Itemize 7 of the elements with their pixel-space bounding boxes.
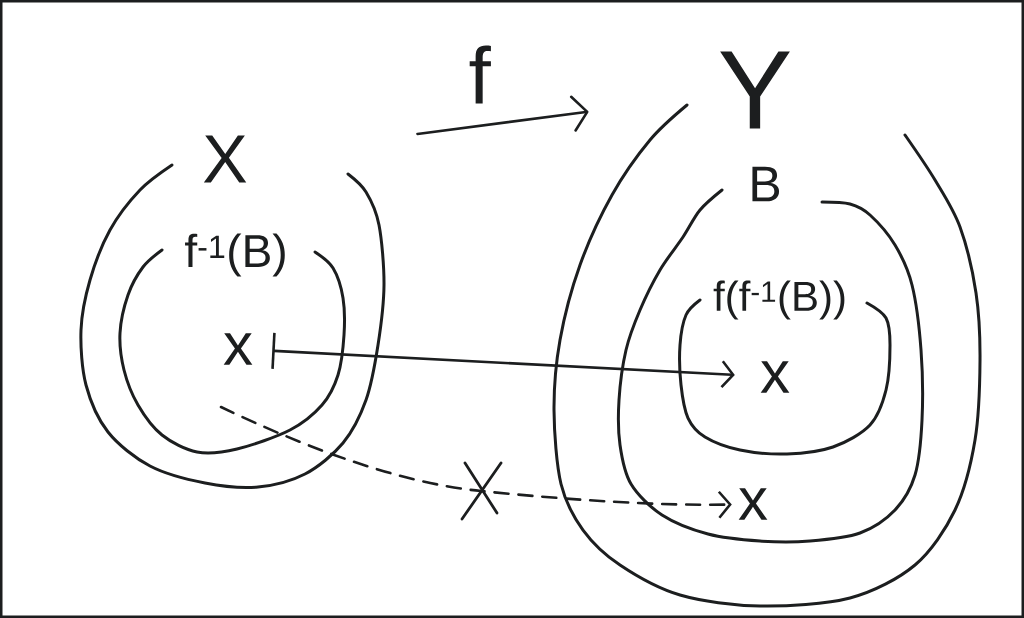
point-label: x xyxy=(738,488,768,520)
maps-to-arrow xyxy=(271,332,735,389)
dashed-arrow xyxy=(219,405,732,519)
point-label: x xyxy=(760,361,790,393)
point-label: x xyxy=(223,333,253,365)
edge-label: f xyxy=(467,44,492,105)
arrow xyxy=(416,95,589,136)
